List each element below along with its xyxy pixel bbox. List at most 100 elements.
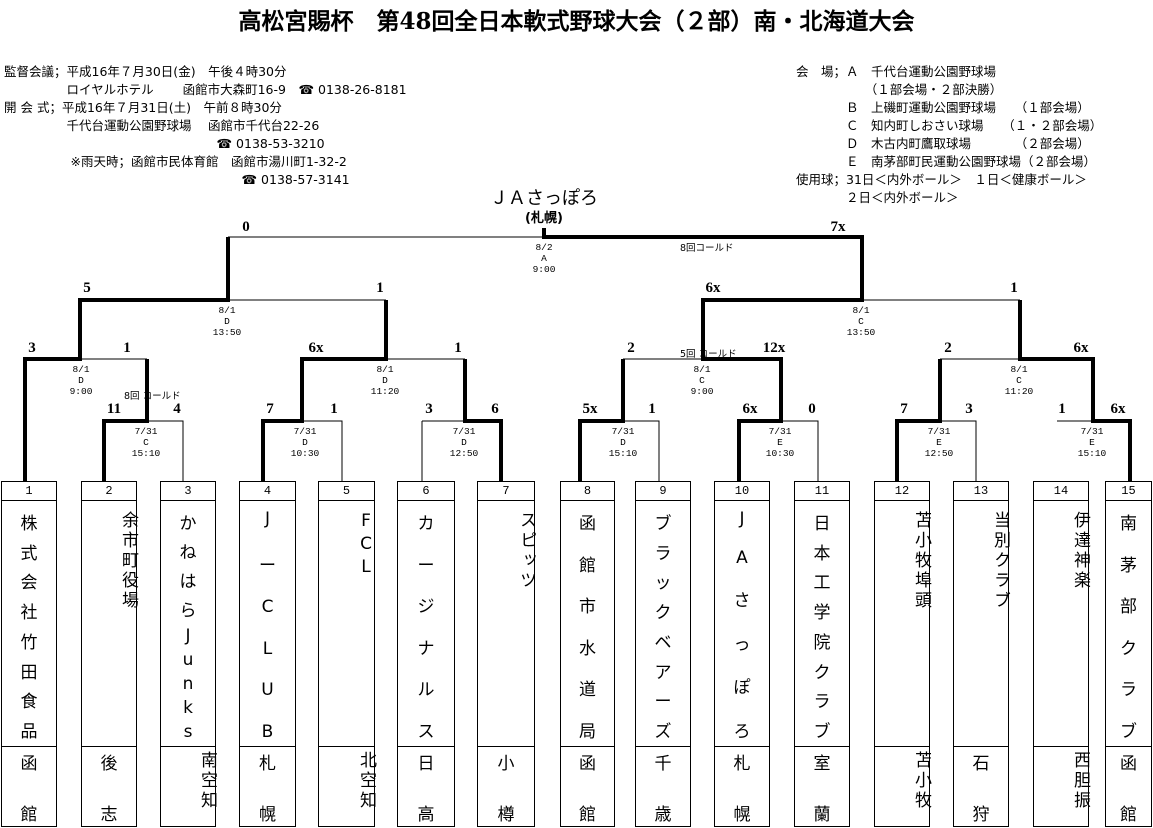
team-name: FCL [319, 501, 376, 747]
char: か [179, 514, 197, 534]
char: J [739, 509, 745, 529]
team-number: 1 [2, 482, 56, 501]
char: 樽 [497, 805, 515, 825]
char: 小 [497, 754, 515, 774]
champion-home: (札幌) [525, 211, 563, 226]
team-home: 苫小牧 [911, 751, 931, 811]
char: ブ [813, 721, 831, 742]
char: ろ [733, 721, 751, 742]
char: 院 [813, 632, 831, 653]
team-number: 8 [561, 482, 614, 501]
game-note: 5回 コールド [680, 349, 737, 360]
char: ッ [654, 573, 672, 594]
char: ナ [417, 638, 435, 659]
char: 本 [813, 543, 831, 564]
char: 高 [417, 805, 435, 825]
char: 幌 [733, 805, 751, 825]
score: 1 [1058, 401, 1066, 417]
team-name: ブラックベアーズ [636, 501, 690, 747]
team-number: 3 [161, 482, 215, 501]
char: 石 [972, 754, 990, 774]
team-name: カージナルス [398, 501, 454, 747]
char: 田 [20, 662, 38, 683]
char: 函 [579, 754, 596, 774]
char: 幌 [259, 805, 276, 825]
char: 館 [579, 805, 596, 825]
char: 部 [1120, 597, 1137, 618]
char: 学 [813, 603, 831, 624]
char: C [261, 597, 274, 618]
char: 蘭 [813, 805, 831, 825]
info-line: 会 場；Ａ 千代台運動公園野球場 [796, 64, 997, 79]
team-number: 14 [1034, 482, 1088, 501]
char: s [183, 722, 193, 742]
score: 11 [106, 401, 122, 417]
info-line: 開 会 式；平成16年７月31日(土) 午前８時30分 [4, 100, 282, 115]
team-home: 小樽 [478, 747, 534, 827]
team-number: 6 [398, 482, 454, 501]
team-home: 千歳 [636, 747, 690, 827]
winner-path [102, 359, 149, 481]
game-note: 8回 コールド [124, 391, 181, 402]
game-note: 8回コールド [680, 243, 734, 254]
info-line: 監督会議；平成16年７月30日(金) 午後４時30分 [4, 64, 287, 79]
char: 道 [579, 680, 596, 701]
team-number: 10 [715, 482, 769, 501]
team-home: 日高 [398, 747, 454, 827]
team-name: 伊達神楽 [1034, 501, 1090, 747]
info-line: ロイヤルホテル 函館市大森町16-9 ☎ 0138-26-8181 [4, 82, 407, 97]
char: ク [1120, 638, 1137, 659]
char: ラ [654, 543, 672, 564]
score: 4 [173, 401, 181, 417]
score: 1 [376, 280, 384, 296]
char: ズ [654, 721, 672, 742]
team-number: 13 [954, 482, 1008, 501]
char: k [183, 697, 193, 718]
score: 2 [944, 340, 952, 356]
info-line: ☎ 0138-57-3141 [4, 172, 350, 187]
char: 市 [579, 597, 596, 618]
score: 3 [425, 401, 433, 417]
score: 2 [627, 340, 635, 356]
team-home: 西胆振 [1070, 751, 1090, 811]
team-number: 4 [240, 482, 295, 501]
char: っ [733, 634, 751, 655]
char: J [264, 509, 270, 529]
info-line: ☎ 0138-53-3210 [4, 136, 325, 151]
team-name: 函館市水道局 [561, 501, 614, 747]
char: 館 [579, 555, 596, 576]
score: 7x [830, 219, 846, 235]
char: ス [417, 721, 435, 742]
winner-path [23, 237, 230, 481]
team-number: 7 [478, 482, 534, 501]
page-title: 高松宮賜杯 第48回全日本軟式野球大会（２部）南・北海道大会 [238, 8, 915, 35]
char: 函 [1120, 754, 1137, 774]
score: 6x [1110, 401, 1126, 417]
char: ブ [654, 514, 672, 534]
score: 1 [330, 401, 338, 417]
char: 狩 [972, 805, 990, 825]
char: ー [417, 555, 435, 576]
winner-path [1018, 300, 1132, 481]
info-line: （１部会場・２部決勝） [796, 82, 1003, 97]
score: 1 [1010, 280, 1018, 296]
